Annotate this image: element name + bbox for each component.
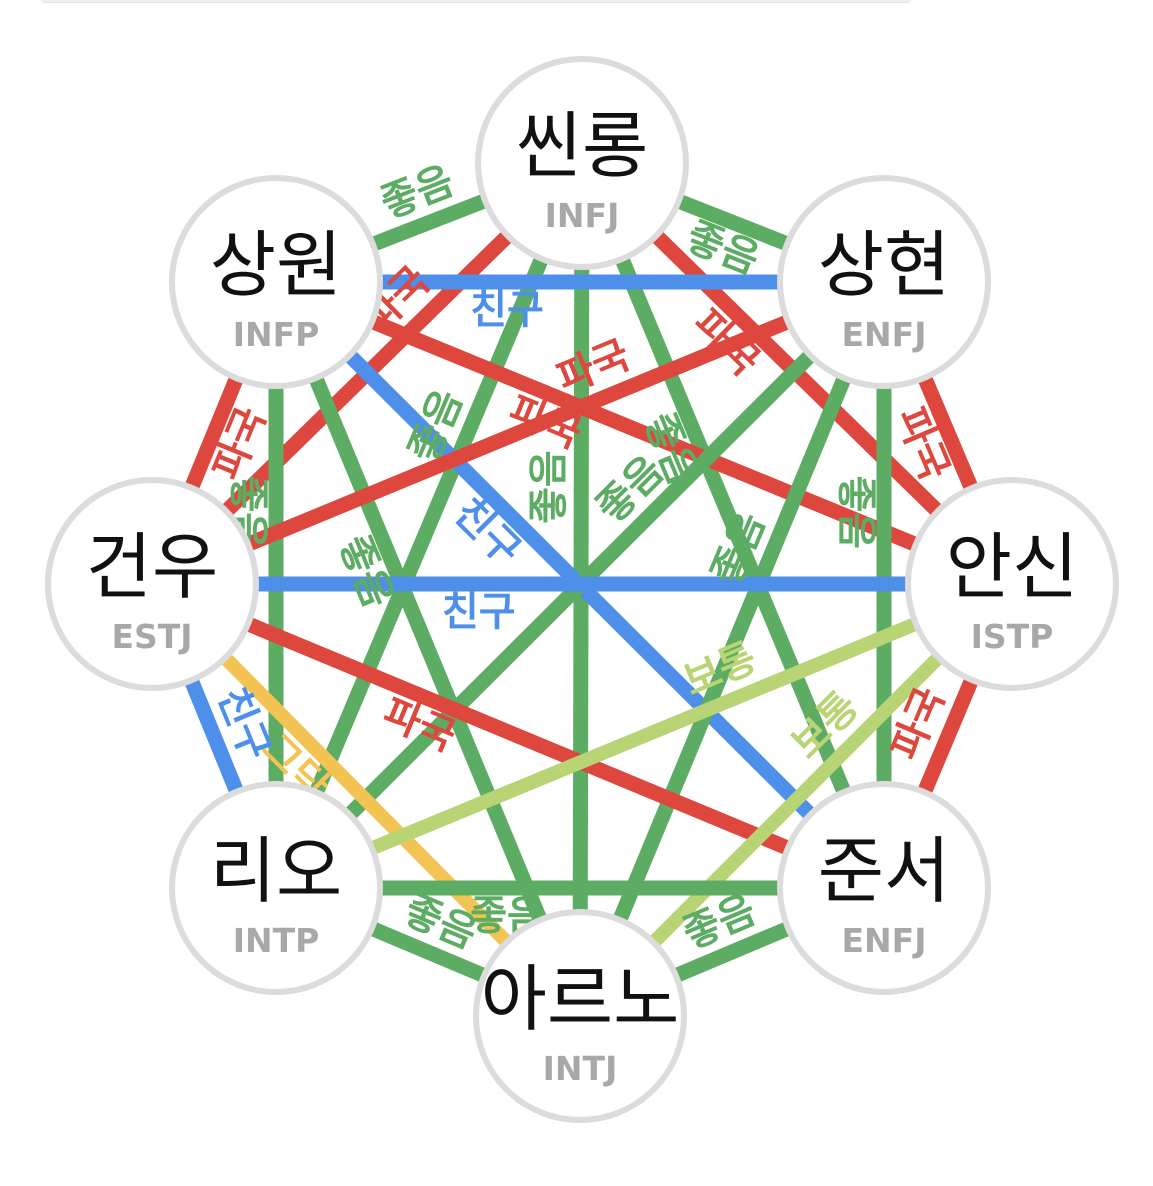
node-rio[interactable]: 리오 INTP [169, 781, 383, 995]
edge-label-ssinryong-areuno: 좋음 [526, 450, 572, 524]
node-ssinryong[interactable]: 씬롱 INFJ [475, 56, 689, 270]
node-gunwoo[interactable]: 건우 ESTJ [45, 477, 259, 691]
top-bar [40, 0, 912, 3]
node-mbti: ENFJ [842, 315, 927, 354]
node-circle [169, 781, 383, 995]
node-sanghyun[interactable]: 상현 ENFJ [777, 175, 991, 389]
node-name: 안신 [946, 525, 1078, 609]
node-mbti: ESTJ [111, 617, 192, 656]
node-mbti: INFP [233, 315, 320, 354]
node-name: 준서 [818, 829, 950, 913]
edge-label-gunwoo-ansin: 친구 [442, 589, 516, 635]
node-circle [475, 56, 689, 270]
edge-label-ssinryong-ansin: 파국 [683, 301, 768, 385]
node-sangwon[interactable]: 상원 INFP [169, 175, 383, 389]
node-mbti: INTP [233, 921, 320, 960]
node-junseo[interactable]: 준서 ENFJ [777, 781, 991, 995]
node-ansin[interactable]: 안신 ISTP [905, 477, 1119, 691]
node-name: 상원 [210, 223, 342, 307]
node-mbti: ENFJ [842, 921, 927, 960]
edge-sanghyun-gunwoo [149, 275, 887, 591]
edge-label-ansin-areuno: 보통 [783, 683, 868, 768]
node-name: 아르노 [481, 957, 680, 1041]
node-areuno[interactable]: 아르노 INTJ [473, 909, 687, 1123]
node-name: 상현 [818, 223, 950, 307]
node-circle [473, 909, 687, 1123]
node-circle [905, 477, 1119, 691]
node-circle [777, 175, 991, 389]
nodes-layer: 씬롱 INFJ 상현 ENFJ 안신 ISTP 준서 ENFJ 아르노 INTJ 리오 INTP 건우 E… [45, 56, 1119, 1123]
node-mbti: ISTP [971, 617, 1054, 656]
node-name: 씬롱 [516, 104, 648, 188]
edge-ansin-rio [273, 577, 1015, 895]
node-mbti: INFJ [545, 196, 620, 235]
edge-label-sanghyun-junseo: 좋음 [833, 475, 879, 549]
node-mbti: INTJ [543, 1049, 618, 1088]
node-circle [45, 477, 259, 691]
edge-label-sangwon-sanghyun: 친구 [470, 287, 544, 333]
edge-label-sangwon-junseo: 친구 [445, 490, 530, 575]
node-circle [777, 781, 991, 995]
node-circle [169, 175, 383, 389]
node-name: 리오 [210, 829, 342, 913]
node-name: 건우 [86, 525, 218, 609]
